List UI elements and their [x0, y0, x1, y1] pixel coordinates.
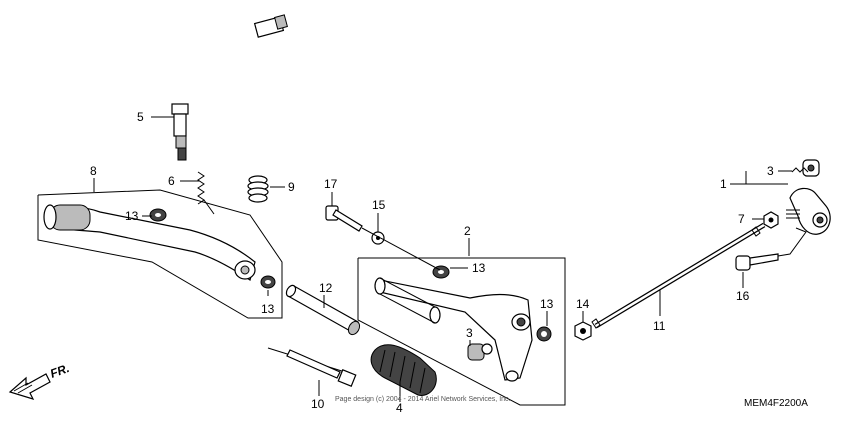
callout-15: 15: [372, 198, 386, 212]
callout-4: 4: [396, 401, 403, 415]
callout-8: 8: [90, 164, 97, 178]
callout-1: 1: [720, 177, 727, 191]
callout-3-upper: 3: [767, 164, 774, 178]
callout-6: 6: [168, 174, 175, 188]
callout-13-d: 13: [540, 297, 554, 311]
nut-7: [763, 211, 779, 229]
leader-lines: [93, 116, 792, 402]
callout-13-b: 13: [261, 302, 275, 316]
callout-7: 7: [738, 212, 745, 226]
coil-spring: [247, 175, 269, 203]
washer-15: [361, 227, 441, 271]
diagram-code: MEM4F2200A: [744, 398, 808, 409]
callout-17: 17: [324, 177, 338, 191]
bolt-16: [735, 227, 807, 271]
washers-right: [432, 265, 552, 342]
watermark-text: Page design (c) 2004 - 2014 Ariel Networ…: [335, 396, 511, 403]
callout-10: 10: [311, 397, 325, 411]
callout-13-a: 13: [125, 209, 139, 223]
pivot-collar: [285, 284, 361, 336]
pivot-bolt-long: [267, 347, 357, 387]
bolt-17: [325, 205, 363, 232]
bolt-small-lower: [467, 343, 493, 361]
shift-rod: [591, 222, 766, 329]
callout-9: 9: [288, 180, 295, 194]
callout-5: 5: [137, 110, 144, 124]
footpeg-bracket-left-group: [37, 189, 283, 319]
callout-3-lower: 3: [466, 326, 473, 340]
nut-14: [574, 321, 592, 341]
return-spring-small: [197, 171, 215, 215]
callouts: 5 6 9 8 13 13 12 17 15 2 13 13 3 14 11 1…: [90, 110, 774, 415]
callout-12: 12: [319, 281, 333, 295]
footpeg-bracket-right-group: [357, 257, 566, 406]
callout-13-c: 13: [472, 261, 486, 275]
footpeg-rubber: [370, 344, 437, 396]
callout-2: 2: [464, 224, 471, 238]
direction-label: FR.: [48, 361, 71, 381]
callout-14: 14: [576, 297, 590, 311]
front-direction-arrow: FR.: [8, 361, 71, 400]
callout-11: 11: [653, 319, 666, 333]
gear-position-sensor: [163, 14, 288, 161]
shift-arm: [786, 187, 831, 235]
bolt-small-upper: [791, 159, 820, 177]
callout-16: 16: [736, 289, 750, 303]
